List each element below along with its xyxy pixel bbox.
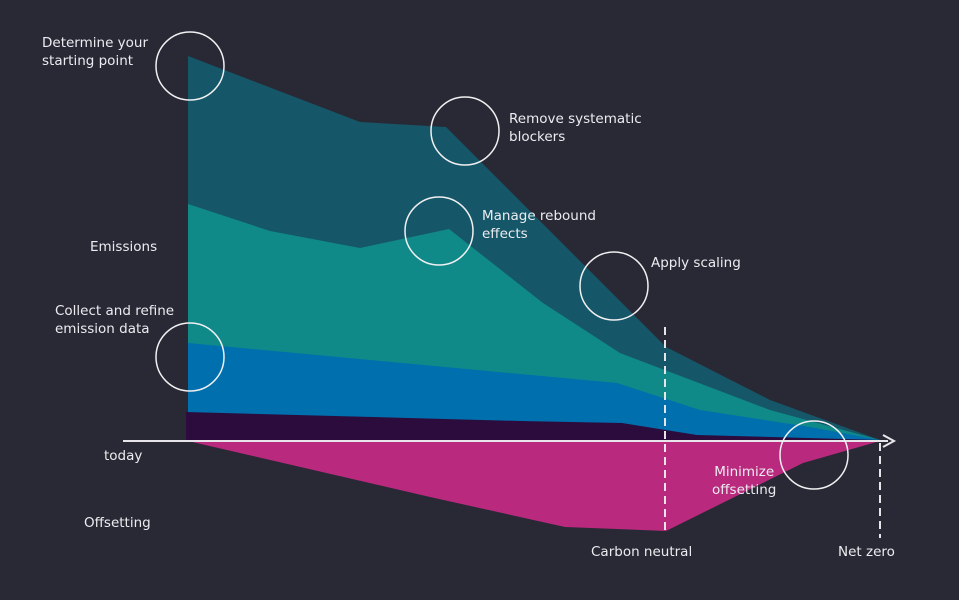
circle-scaling	[579, 251, 649, 321]
label-rebound: Manage rebound effects	[482, 208, 596, 242]
label-net-zero: Net zero	[838, 544, 895, 560]
label-offsetting: Offsetting	[84, 515, 151, 531]
offsetting-area	[188, 441, 880, 531]
circle-blockers	[430, 96, 500, 166]
label-minimize-offsetting: Minimize offsetting	[712, 464, 777, 498]
axis-arrow-icon	[882, 434, 897, 448]
layer-emission-data	[188, 343, 880, 441]
label-today: today	[104, 448, 143, 464]
label-collect: Collect and refine emission data	[55, 303, 175, 337]
label-starting-point: Determine your starting point	[42, 35, 149, 69]
circle-minimize	[779, 420, 849, 490]
circle-starting-point	[155, 31, 225, 101]
label-carbon-neutral: Carbon neutral	[591, 544, 693, 560]
label-emissions: Emissions	[90, 239, 158, 255]
label-blockers: Remove systematic blockers	[509, 111, 642, 145]
circle-rebound	[404, 196, 474, 266]
label-scaling: Apply scaling	[651, 255, 741, 271]
circle-emission-data	[155, 322, 225, 392]
layer-base	[186, 412, 880, 441]
